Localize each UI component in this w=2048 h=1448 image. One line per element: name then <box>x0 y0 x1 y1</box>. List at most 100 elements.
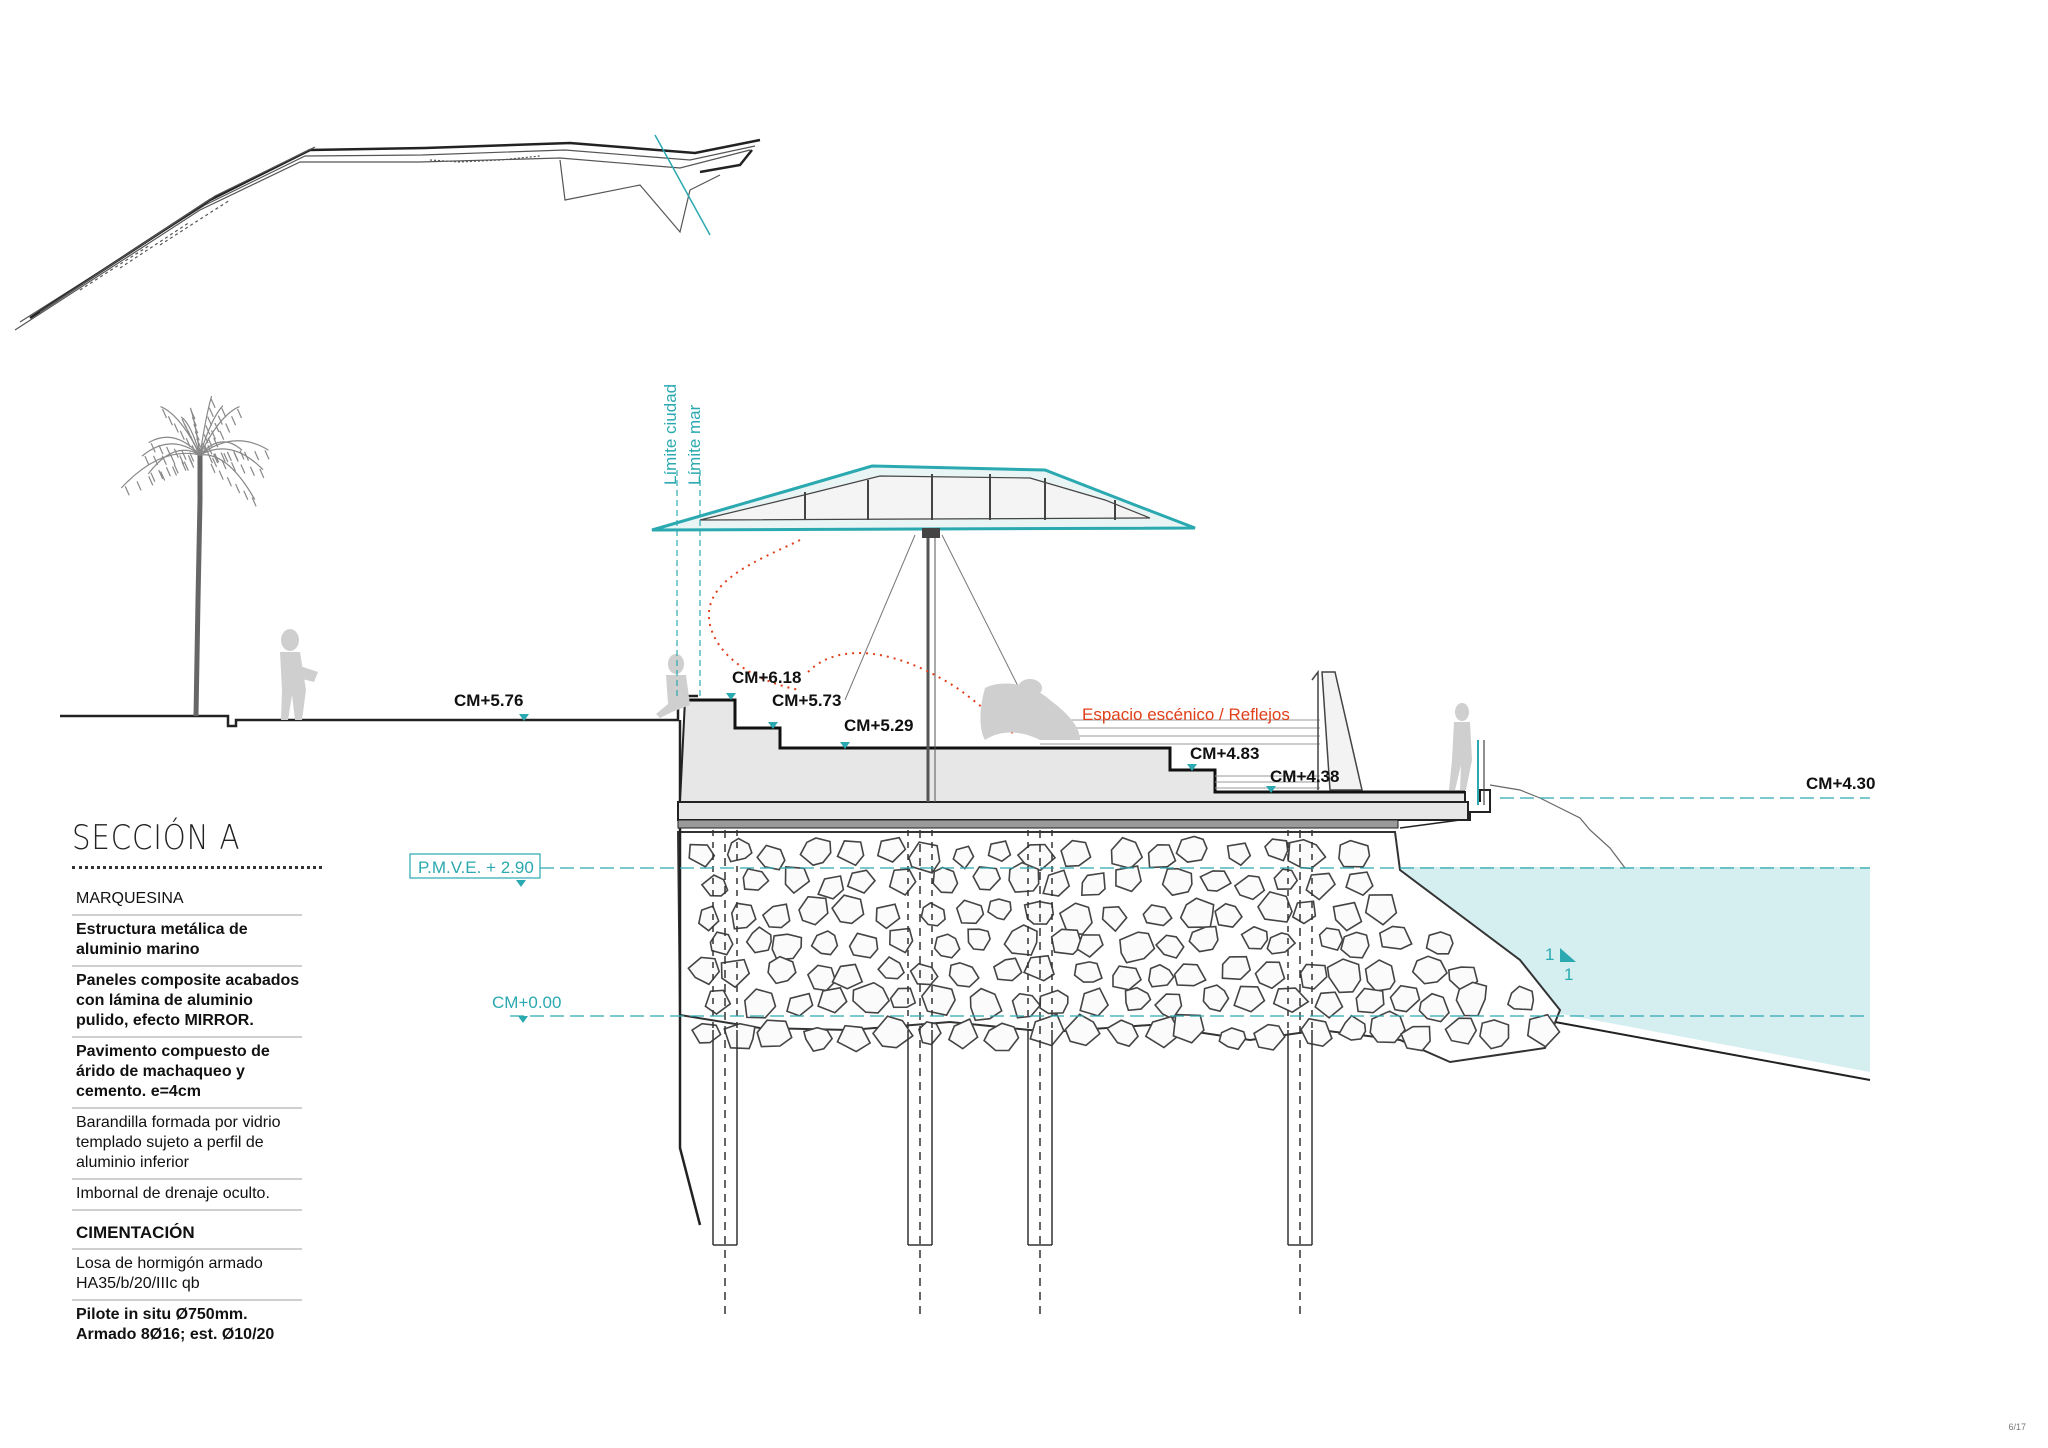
palm-leaflet <box>254 450 260 461</box>
palm-frond <box>141 443 201 457</box>
rock <box>1272 987 1310 1014</box>
rock <box>1326 958 1362 994</box>
rock <box>876 836 907 863</box>
palm-leaflet <box>166 446 172 457</box>
rock <box>687 956 721 986</box>
palm-leaflet <box>185 437 191 448</box>
rock <box>802 1026 834 1053</box>
rock <box>1106 1019 1139 1048</box>
rock <box>987 898 1012 921</box>
rock <box>871 1015 914 1049</box>
palm-leaflet <box>251 497 257 507</box>
level-cm000: CM+0.00 <box>492 993 561 1012</box>
rock <box>1364 893 1398 926</box>
palm-leaflet <box>183 461 189 471</box>
rock <box>1444 1017 1478 1045</box>
palm-leaflet <box>208 407 214 418</box>
rock <box>831 894 865 925</box>
legend-item: Losa de hormigón armado HA35/b/20/IIIc q… <box>72 1250 302 1301</box>
palm-leaflet <box>236 408 243 419</box>
legend-item: CIMENTACIÓN <box>72 1219 302 1250</box>
seabed-line <box>1554 1021 1871 1081</box>
rock <box>1305 872 1336 901</box>
rock <box>831 963 864 990</box>
rock <box>1029 1013 1065 1047</box>
rock <box>1300 1017 1333 1048</box>
section-title: SECCIÓN A <box>72 818 241 858</box>
rock <box>1119 931 1156 964</box>
palm-frond <box>199 454 256 500</box>
palm-leaflet <box>235 483 241 494</box>
rock <box>1060 839 1092 868</box>
rock <box>1226 842 1252 867</box>
rock <box>947 1018 979 1050</box>
rock <box>786 992 814 1017</box>
level-cm576-marker <box>519 714 529 721</box>
palm-leaflet <box>173 448 179 459</box>
rock <box>1064 1013 1101 1047</box>
rock <box>1345 871 1374 897</box>
rock <box>1253 1023 1286 1051</box>
rock <box>889 987 917 1009</box>
rock <box>1273 868 1299 891</box>
rock <box>967 928 991 951</box>
palm-tree <box>120 395 270 717</box>
site-plan <box>14 134 761 331</box>
rock <box>983 1022 1020 1052</box>
rock <box>784 866 811 895</box>
rock <box>955 899 985 925</box>
palm-leaflet <box>144 455 150 466</box>
palm-leaflet <box>240 464 246 474</box>
rock <box>1147 963 1175 988</box>
legend-item: Estructura metálica de aluminio marino <box>72 916 302 967</box>
rock <box>888 927 914 954</box>
palm-leaflet <box>158 469 164 480</box>
legend-item: Pavimento compuesto de árido de machaque… <box>72 1038 302 1109</box>
palm-leaflet <box>171 466 178 476</box>
rock <box>720 958 751 989</box>
palm-frond <box>120 452 201 489</box>
rock <box>743 988 777 1019</box>
piles <box>712 830 1313 1320</box>
rock <box>1076 934 1104 959</box>
rock <box>969 987 1003 1022</box>
people-silhouettes <box>280 629 1472 790</box>
rock <box>767 955 797 985</box>
palm-leaflet <box>173 423 179 433</box>
pmve-box <box>409 853 541 879</box>
rock <box>723 1022 756 1050</box>
rock <box>992 957 1023 982</box>
rock <box>1042 869 1071 897</box>
rock <box>1173 963 1207 987</box>
rock <box>1291 900 1317 925</box>
rock <box>888 868 917 897</box>
palm-leaflet <box>210 398 216 409</box>
level-cm576: CM+5.76 <box>454 691 523 710</box>
level-cm573: CM+5.73 <box>772 691 841 710</box>
palm-leaflet <box>226 451 232 462</box>
palm-leaflet <box>219 430 225 441</box>
rock <box>1023 900 1055 925</box>
palm-leaflet <box>230 462 237 472</box>
rock <box>972 866 1002 891</box>
legend-item: Pilote in situ Ø750mm. Armado 8Ø16; est.… <box>76 1306 275 1343</box>
rock <box>730 902 757 930</box>
rock <box>1050 928 1083 956</box>
rock <box>1318 927 1344 952</box>
rock <box>1506 985 1535 1011</box>
palm-leaflet <box>165 466 171 477</box>
palm-leaflet <box>205 425 211 435</box>
palm-leaflet <box>214 422 220 433</box>
palm-leaflet <box>204 444 210 455</box>
slope-bottom: 1 <box>1564 965 1573 984</box>
rock <box>756 844 786 871</box>
level-pmve: P.M.V.E. + 2.90 <box>418 858 534 877</box>
rock <box>1008 861 1040 893</box>
rock <box>1199 870 1232 892</box>
legend-item: Paneles composite acabados con lámina de… <box>72 967 302 1038</box>
rock <box>688 843 716 868</box>
palm-leaflet <box>210 463 216 474</box>
